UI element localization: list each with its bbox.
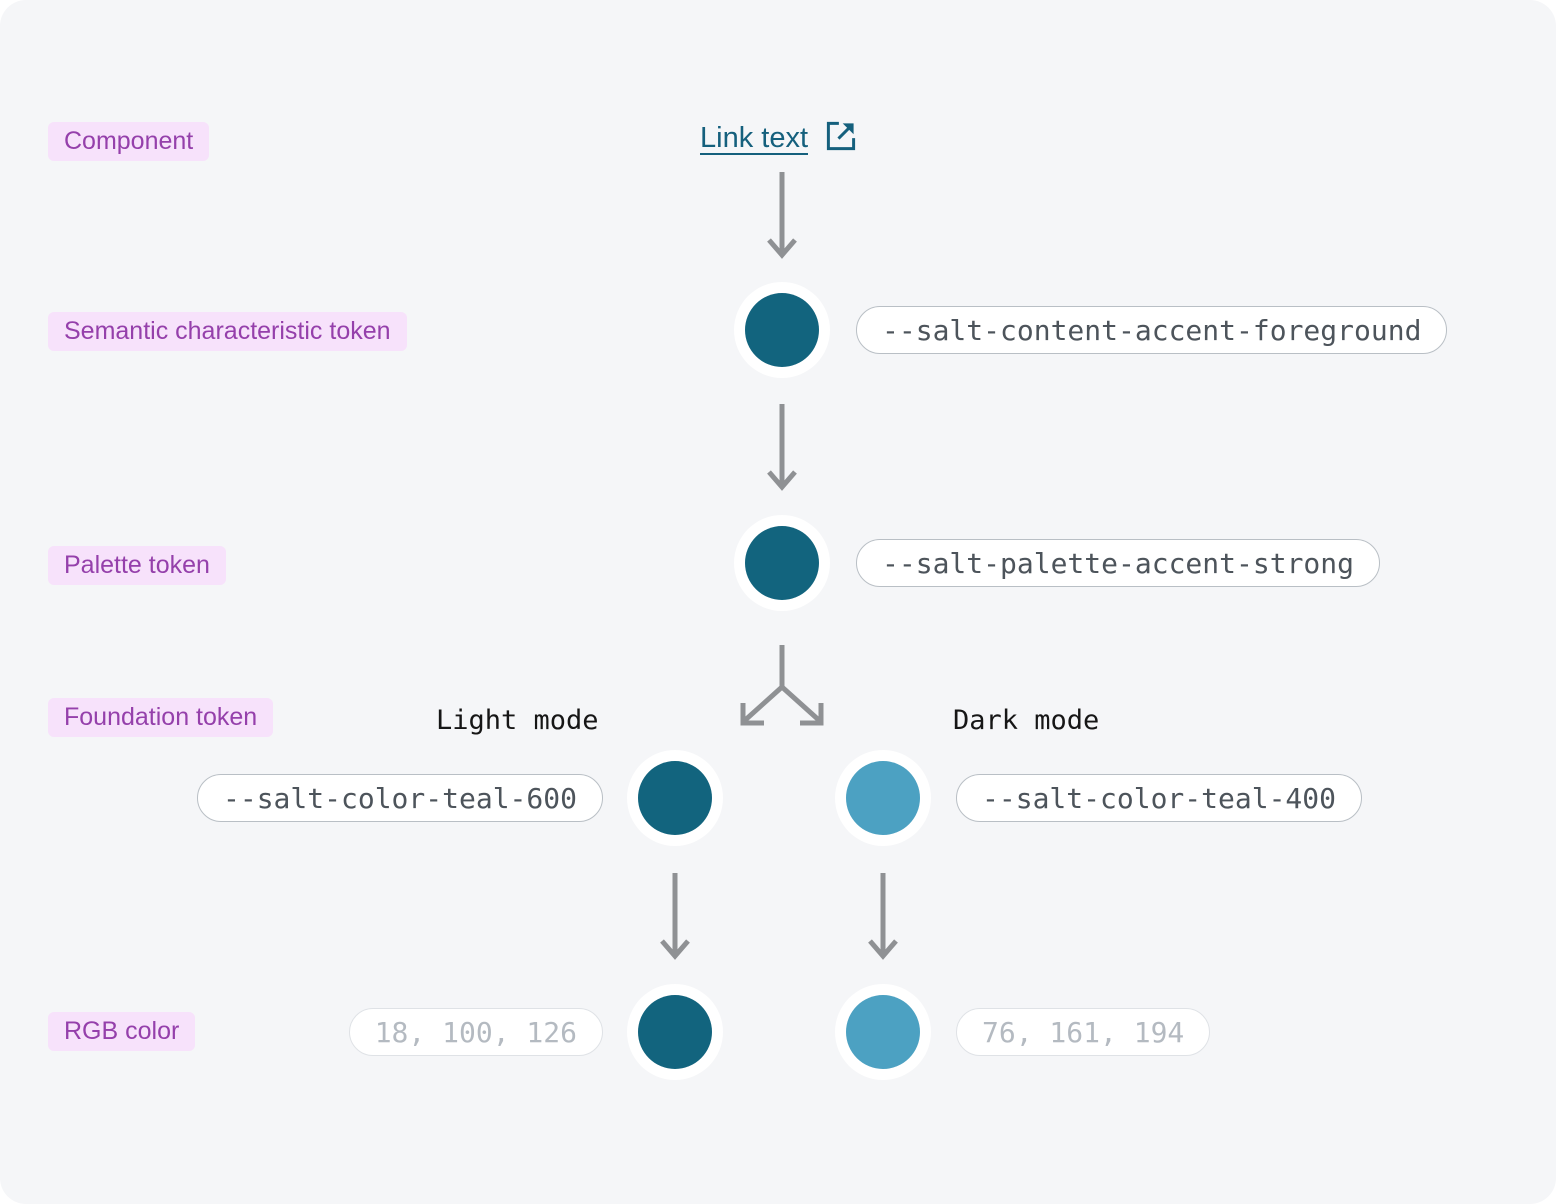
semantic-token-dot (734, 282, 830, 378)
accent-color-swatch (745, 293, 819, 367)
label-foundation-token: Foundation token (48, 698, 274, 737)
rgb-18-100-126-swatch (638, 995, 712, 1069)
teal-400-swatch (846, 761, 920, 835)
light-mode-label: Light mode (436, 705, 599, 736)
label-semantic-token: Semantic characteristic token (48, 312, 407, 351)
rgb-dark-pill: 76, 161, 194 (956, 1008, 1211, 1056)
palette-token-pill: --salt-palette-accent-strong (856, 539, 1381, 587)
arrow-branch (727, 645, 837, 729)
semantic-token-pill: --salt-content-accent-foreground (856, 306, 1448, 354)
arrow-down-1 (765, 171, 799, 259)
foundation-light-pill: --salt-color-teal-600 (196, 774, 603, 822)
accent-color-swatch (745, 526, 819, 600)
component-link[interactable]: Link text (700, 119, 858, 158)
foundation-light-dot (627, 750, 723, 846)
label-component: Component (48, 122, 210, 161)
foundation-dark-pill: --salt-color-teal-400 (956, 774, 1363, 822)
rgb-dark-dot (835, 984, 931, 1080)
teal-600-swatch (638, 761, 712, 835)
foundation-dark-dot (835, 750, 931, 846)
rgb-light-pill: 18, 100, 126 (348, 1008, 603, 1056)
label-rgb-color: RGB color (48, 1012, 196, 1051)
palette-token-dot (734, 515, 830, 611)
label-palette-token: Palette token (48, 546, 226, 585)
arrow-down-2 (765, 403, 799, 491)
link-text[interactable]: Link text (700, 122, 808, 154)
dark-mode-label: Dark mode (953, 705, 1100, 736)
arrow-down-light (658, 872, 692, 960)
arrow-down-dark (866, 872, 900, 960)
external-link-icon (824, 119, 858, 158)
rgb-light-dot (627, 984, 723, 1080)
rgb-76-161-194-swatch (846, 995, 920, 1069)
